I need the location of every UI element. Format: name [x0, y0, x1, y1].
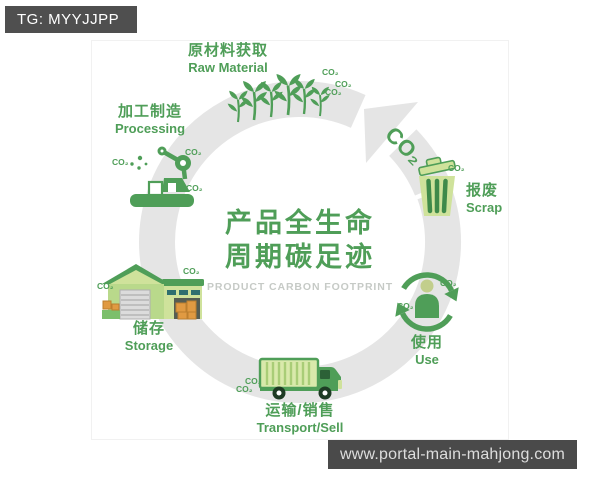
stage-scrap-en: Scrap: [466, 199, 503, 215]
stage-storage-zh: 储存: [132, 320, 165, 337]
trash-bin-icon: [418, 156, 456, 216]
co2-emission-label: CO₂: [322, 67, 339, 77]
stage-transport-sell-zh: 运输/销售: [265, 402, 335, 419]
stage-use-zh: 使用: [410, 334, 443, 351]
stage-processing-en: Processing: [114, 120, 186, 136]
stage-scrap-zh: 报废: [466, 182, 499, 199]
stage-transport-sell-en: Transport/Sell: [256, 419, 344, 435]
center-subtitle: PRODUCT CARBON FOOTPRINT: [206, 281, 394, 293]
co2-emission-label: CO₂: [186, 183, 203, 193]
co2-emission-label: CO₂: [185, 147, 202, 157]
stage-processing-zh: 加工制造: [117, 103, 182, 120]
stage-raw-material: 原材料获取 Raw Material: [168, 42, 288, 75]
stage-transport-sell: 运输/销售 Transport/Sell: [235, 402, 365, 435]
co2-emission-label: CO₂: [440, 278, 457, 288]
robot-arm-icon: [130, 146, 194, 207]
stage-scrap: 报废 Scrap: [466, 182, 526, 215]
co2-emission-label: CO₂: [97, 281, 114, 291]
warehouse-icon: [102, 264, 204, 320]
stage-raw-material-en: Raw Material: [188, 59, 268, 75]
co2-emission-label: CO₂: [183, 266, 200, 276]
co2-emission-label: CO₂: [397, 301, 414, 311]
co2-arrow-head-icon: [364, 102, 418, 163]
stage-storage-en: Storage: [124, 337, 174, 353]
stage-use: 使用 Use: [395, 334, 459, 367]
co2-emission-label: CO₂: [325, 87, 342, 97]
co2-emission-label: CO₂: [112, 157, 129, 167]
stage-storage: 储存 Storage: [94, 320, 204, 353]
co2-emission-label: CO₂: [236, 384, 253, 394]
telegram-watermark-bar: TG: MYYJJPP: [5, 6, 138, 33]
co2-emission-label: CO₂: [448, 163, 465, 173]
website-watermark-bar: www.portal-main-mahjong.com: [328, 440, 578, 469]
center-title-line2: 周期碳足迹: [225, 242, 375, 272]
truck-icon: [258, 357, 342, 400]
stage-processing: 加工制造 Processing: [95, 103, 205, 136]
co2-emission-label: CO₂: [245, 376, 262, 386]
center-title: 产品全生命 周期碳足迹 PRODUCT CARBON FOOTPRINT: [180, 206, 420, 293]
center-title-line1: 产品全生命: [225, 208, 375, 238]
co2-emission-label: CO₂: [335, 79, 352, 89]
stage-use-en: Use: [415, 351, 439, 367]
stage-raw-material-zh: 原材料获取: [187, 42, 268, 59]
person-recycle-icon: [395, 272, 459, 332]
